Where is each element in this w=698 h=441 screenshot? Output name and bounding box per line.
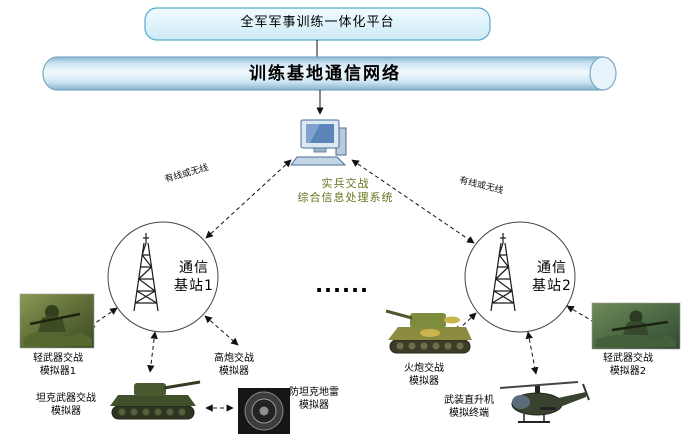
device-label-artillery-line1: 火炮交战 bbox=[404, 363, 444, 374]
station1-node bbox=[107, 221, 219, 333]
station1-label-line2: 基站1 bbox=[174, 278, 214, 295]
network-title-text: 训练基地通信网络 bbox=[249, 64, 401, 84]
link-processor-station1 bbox=[205, 159, 292, 239]
network-title: 训练基地通信网络 bbox=[45, 63, 605, 85]
network-cylinder bbox=[42, 56, 617, 91]
device-label-lw2-line2: 模拟器2 bbox=[609, 366, 647, 377]
platform-title-text: 全军军事训练一体化平台 bbox=[240, 15, 395, 30]
device-label-lw2: 轻武器交战 模拟器2 bbox=[591, 352, 665, 378]
soldier-photo-2 bbox=[591, 302, 681, 350]
device-label-lw1: 轻武器交战 模拟器1 bbox=[21, 352, 95, 378]
device-label-mine-line1: 防坦克地雷 bbox=[289, 387, 339, 398]
device-label-aagun-line1: 高炮交战 bbox=[214, 353, 254, 364]
processor-label-line2: 综合信息处理系统 bbox=[297, 191, 394, 205]
link-station2-heli bbox=[525, 331, 539, 375]
device-label-tank-line2: 模拟器 bbox=[51, 406, 81, 417]
device-label-tank: 坦克武器交战 模拟器 bbox=[26, 392, 106, 418]
link-processor-station2 bbox=[351, 159, 475, 244]
device-label-artillery: 火炮交战 模拟器 bbox=[392, 362, 456, 388]
device-label-aagun-line2: 模拟器 bbox=[219, 366, 249, 377]
device-label-lw1-line2: 模拟器1 bbox=[39, 366, 77, 377]
soldier-photo-1 bbox=[19, 293, 95, 349]
station1-label: 通信 基站1 bbox=[168, 259, 220, 295]
link-station1-tank bbox=[147, 331, 158, 373]
computer-icon bbox=[290, 119, 347, 166]
device-label-mine: 防坦克地雷 模拟器 bbox=[280, 386, 348, 412]
station2-node bbox=[464, 221, 576, 333]
device-label-heli-line1: 武装直升机 bbox=[444, 395, 494, 406]
mine-photo bbox=[238, 388, 290, 434]
station1-label-line1: 通信 bbox=[179, 260, 209, 276]
device-label-heli-line2: 模拟终端 bbox=[449, 408, 489, 419]
artillery-photo bbox=[385, 309, 472, 354]
processor-label-line1: 实兵交战 bbox=[321, 177, 370, 190]
platform-title: 全军军事训练一体化平台 bbox=[145, 15, 490, 32]
link-station1-aagun bbox=[204, 315, 239, 346]
helicopter-photo bbox=[499, 381, 590, 423]
station2-label-line1: 通信 bbox=[537, 260, 567, 276]
ellipsis-text: ...... bbox=[315, 273, 369, 297]
device-label-tank-line1: 坦克武器交战 bbox=[36, 393, 96, 404]
station2-label: 通信 基站2 bbox=[526, 259, 578, 295]
device-label-aagun: 高炮交战 模拟器 bbox=[202, 352, 266, 378]
device-label-artillery-line2: 模拟器 bbox=[409, 376, 439, 387]
device-label-heli: 武装直升机 模拟终端 bbox=[434, 394, 504, 420]
station2-label-line2: 基站2 bbox=[532, 278, 572, 295]
processor-label: 实兵交战 综合信息处理系统 bbox=[288, 177, 403, 206]
ellipsis: ...... bbox=[310, 272, 374, 299]
tank-photo bbox=[110, 380, 201, 420]
backbone-links bbox=[205, 159, 475, 244]
device-label-lw2-line1: 轻武器交战 bbox=[603, 353, 653, 364]
device-label-lw1-line1: 轻武器交战 bbox=[33, 353, 83, 364]
device-label-mine-line2: 模拟器 bbox=[299, 400, 329, 411]
